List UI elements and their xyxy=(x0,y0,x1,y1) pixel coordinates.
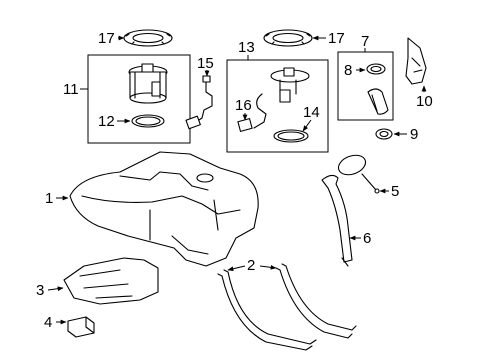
callout-7: 7 xyxy=(361,33,369,52)
callout-15: 15 xyxy=(197,55,214,77)
svg-text:6: 6 xyxy=(363,230,371,247)
svg-text:9: 9 xyxy=(410,126,418,143)
callout-1: 1 xyxy=(45,190,69,207)
pump-seal-left xyxy=(131,114,165,128)
fuel-tank xyxy=(69,151,259,267)
svg-text:17: 17 xyxy=(98,30,115,47)
fuel-pump-module xyxy=(128,63,168,104)
callout-6: 6 xyxy=(349,230,371,247)
fuel-valve-10 xyxy=(405,37,427,85)
group-box-11 xyxy=(87,54,191,144)
callout-3: 3 xyxy=(36,282,64,299)
svg-text:8: 8 xyxy=(344,62,352,79)
svg-text:13: 13 xyxy=(238,39,255,56)
callout-9: 9 xyxy=(393,126,418,143)
callout-10: 10 xyxy=(416,85,433,110)
callout-17b: 17 xyxy=(312,30,345,47)
callout-8: 8 xyxy=(344,62,366,79)
svg-text:15: 15 xyxy=(197,55,214,72)
callout-4: 4 xyxy=(44,314,67,331)
svg-text:7: 7 xyxy=(361,33,369,50)
filler-hose-7 xyxy=(367,88,389,115)
callout-2: 2 xyxy=(227,257,277,274)
tank-straps xyxy=(217,263,357,351)
callout-14: 14 xyxy=(302,104,320,132)
sender-wire-15 xyxy=(185,75,213,130)
lock-ring-left xyxy=(123,29,173,47)
callout-16: 16 xyxy=(235,97,252,121)
svg-text:3: 3 xyxy=(36,282,44,299)
pump-seal-right xyxy=(273,129,309,143)
callout-11: 11 xyxy=(63,81,88,98)
svg-text:12: 12 xyxy=(98,113,115,130)
svg-text:11: 11 xyxy=(63,81,79,98)
filler-pipe xyxy=(321,174,353,267)
insulator-block xyxy=(67,316,95,338)
hose-clamp-8 xyxy=(366,63,386,75)
svg-text:10: 10 xyxy=(416,93,433,110)
callout-5: 5 xyxy=(379,183,399,200)
svg-text:5: 5 xyxy=(391,183,399,200)
callout-12: 12 xyxy=(98,113,131,130)
svg-text:4: 4 xyxy=(44,314,52,331)
heat-shield xyxy=(63,257,159,305)
callout-17a: 17 xyxy=(98,30,125,47)
svg-text:16: 16 xyxy=(235,97,252,114)
hose-clamp-9 xyxy=(375,128,393,140)
callout-13: 13 xyxy=(238,39,255,60)
svg-text:2: 2 xyxy=(247,257,255,274)
svg-text:14: 14 xyxy=(303,104,320,121)
svg-text:17: 17 xyxy=(328,30,345,47)
fuel-pump-assembly-right xyxy=(270,67,310,103)
filler-cap xyxy=(337,154,380,194)
lock-ring-right xyxy=(263,29,313,47)
group-box-13 xyxy=(226,59,329,153)
svg-text:1: 1 xyxy=(45,190,53,207)
